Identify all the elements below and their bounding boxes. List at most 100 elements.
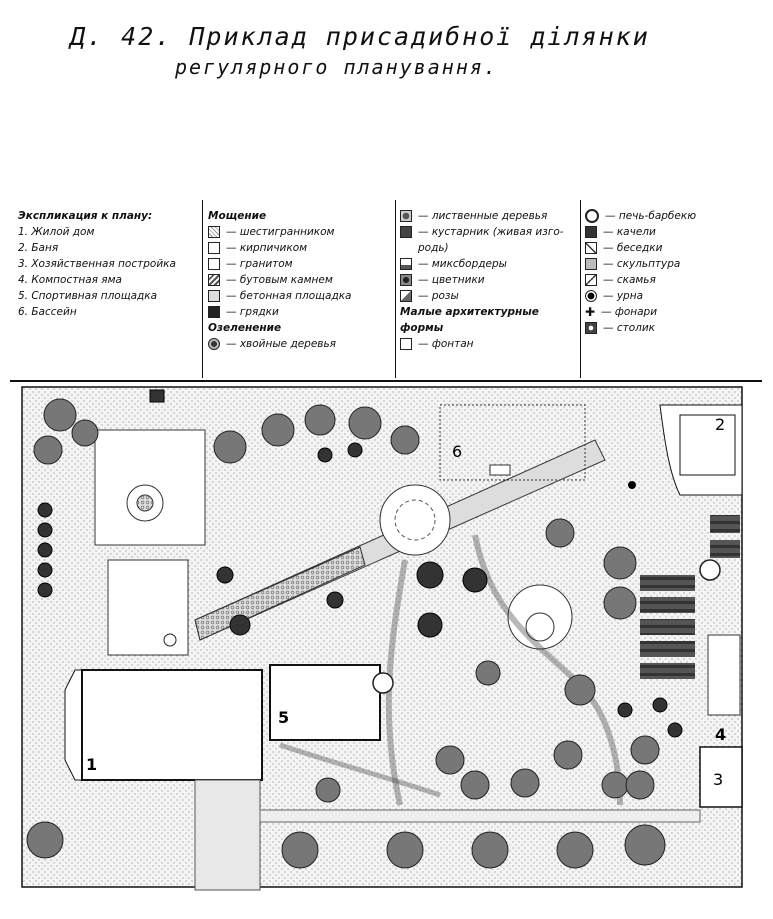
legend-row: — лиственные деревья	[400, 208, 564, 224]
legend-label: — печь-барбекю	[605, 210, 697, 222]
legend-row: — фонтан	[400, 336, 564, 352]
legend-row: — хвойные деревья	[208, 336, 352, 352]
urn-icon	[585, 290, 597, 302]
legend-divider	[202, 200, 203, 378]
explication-item: 5. Спортивная площадка	[18, 290, 158, 302]
legend-label: — скамья	[603, 274, 656, 286]
legend-label: — гранитом	[226, 258, 293, 270]
pool-step	[489, 464, 511, 476]
title-line-2: регулярного планування.	[175, 55, 498, 79]
legend-label: — столик	[603, 322, 656, 334]
legend-label: — урна	[603, 290, 644, 302]
mixborder-swatch	[400, 258, 412, 270]
conifer-trees	[37, 442, 683, 738]
legend-label: — хвойные деревья	[226, 338, 336, 350]
explication-item: 6. Бассейн	[18, 306, 77, 318]
gazebo-icon	[585, 242, 597, 254]
bbq-icon	[585, 209, 599, 223]
bbq-icon	[372, 672, 394, 694]
legend-row: — грядки	[208, 304, 352, 320]
curved-path	[279, 742, 441, 798]
legend-label: — фонтан	[418, 338, 474, 350]
small-forms-heading-1: Малые архитектурные	[400, 306, 539, 318]
urn-icon	[628, 481, 636, 489]
legend-row: — беседки	[585, 240, 696, 256]
objects-column: — печь-барбекю — качели — беседки — скул…	[585, 208, 696, 336]
legend-row: — гранитом	[208, 256, 352, 272]
legend-row: — урна	[585, 288, 696, 304]
rubble-paving-swatch	[208, 274, 220, 286]
legend-label: — скульптура	[603, 258, 681, 270]
legend-row: ✚— фонари	[585, 304, 696, 320]
outbuilding	[699, 746, 743, 808]
concrete-pad	[707, 634, 741, 716]
greenery-heading: Озеленение	[208, 322, 282, 334]
legend-label: — миксбордеры	[418, 258, 507, 270]
legend-row: — кустарник (живая изго-	[400, 224, 564, 240]
explication-item: 2. Баня	[18, 242, 59, 254]
legend-label: — грядки	[226, 306, 279, 318]
legend-row: — бетонная площадка	[208, 288, 352, 304]
legend-row: — скамья	[585, 272, 696, 288]
small-forms-heading-2: формы	[400, 322, 444, 334]
bottom-path	[259, 809, 701, 823]
legend-label: — кустарник (живая изго-	[418, 226, 564, 238]
greenery-column: — лиственные деревья — кустарник (живая …	[400, 208, 564, 352]
round-seating-area	[379, 484, 451, 556]
legend-row: родь)	[400, 240, 564, 256]
legend-divider	[395, 200, 396, 378]
fountain-swatch	[400, 338, 412, 350]
hex-paving-swatch	[208, 226, 220, 238]
legend-divider	[580, 200, 581, 378]
legend-row: — столик	[585, 320, 696, 336]
bath-building	[679, 414, 736, 476]
explication-column: Экспликация к плану: 1. Жилой дом 2. Бан…	[18, 208, 176, 320]
legend-row: — бутовым камнем	[208, 272, 352, 288]
legend-label: родь)	[418, 242, 449, 254]
plan-label-sports: 5	[278, 708, 289, 727]
legend-label: — лиственные деревья	[418, 210, 548, 222]
legend-row: — качели	[585, 224, 696, 240]
legend-row: — шестигранником	[208, 224, 352, 240]
bench-icon	[585, 274, 597, 286]
paving-column: Мощение — шестигранником — кирпичиком — …	[208, 208, 352, 352]
figure-title: Д. 42. Приклад присадибної ділянки регул…	[0, 0, 773, 110]
plan-label-outbuilding: 3	[713, 770, 723, 789]
legend: Экспликация к плану: 1. Жилой дом 2. Бан…	[10, 200, 762, 382]
flowerbed-swatch	[400, 274, 412, 286]
explication-item: 3. Хозяйственная постройка	[18, 258, 176, 270]
brick-paving-swatch	[208, 242, 220, 254]
sports-ground	[269, 664, 381, 741]
conifer-swatch	[208, 338, 220, 350]
swing-icon	[585, 226, 597, 238]
explication-item: 1. Жилой дом	[18, 226, 95, 238]
shrub-swatch	[400, 226, 412, 238]
explication-item: 4. Компостная яма	[18, 274, 122, 286]
house	[81, 669, 263, 781]
title-line-1: Д. 42. Приклад присадибної ділянки	[70, 22, 650, 51]
plan-label-pool: 6	[452, 442, 462, 461]
plan-label-house: 1	[86, 755, 97, 774]
legend-row: — кирпичиком	[208, 240, 352, 256]
roses-swatch	[400, 290, 412, 302]
garden-beds	[640, 515, 740, 679]
legend-row: — цветники	[400, 272, 564, 288]
table-icon	[163, 633, 177, 647]
pool-area	[439, 404, 586, 481]
plan-label-compost: 4	[715, 725, 726, 744]
deciduous-trees	[26, 398, 666, 869]
table-icon	[585, 322, 597, 334]
gazebo-icon	[525, 612, 555, 642]
legend-row: — розы	[400, 288, 564, 304]
legend-label: — шестигранником	[226, 226, 335, 238]
legend-label: — кирпичиком	[226, 242, 308, 254]
lantern-icon: ✚	[585, 305, 596, 319]
paving-heading: Мощение	[208, 210, 267, 222]
concrete-pad-swatch	[208, 290, 220, 302]
round-seating-ring	[394, 499, 436, 541]
site-plan: 6 2 3 4 1 5	[21, 386, 743, 891]
garden-bed-swatch	[208, 306, 220, 318]
fountain-icon	[136, 494, 154, 512]
legend-row: — скульптура	[585, 256, 696, 272]
legend-label: — розы	[418, 290, 459, 302]
